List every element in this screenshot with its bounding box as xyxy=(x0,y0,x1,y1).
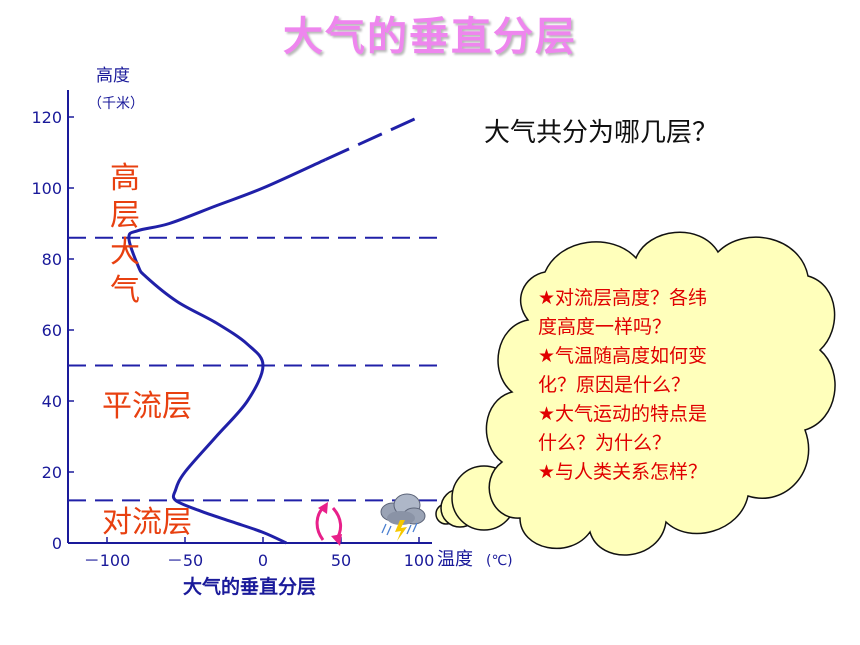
x-tick-label: 50 xyxy=(331,551,351,570)
x-axis-unit: (℃) xyxy=(486,553,513,569)
stratosphere-label: 平流层 xyxy=(102,389,192,424)
bubble-line: ★对流层高度？各纬 xyxy=(538,287,708,309)
y-tick-label: 0 xyxy=(52,534,62,553)
upper-label-char: 层 xyxy=(110,198,140,233)
storm-cloud-icon xyxy=(380,493,426,541)
temperature-curve-extension xyxy=(324,115,420,161)
upper-label-char: 气 xyxy=(110,273,140,308)
y-ticks: 0 20 40 60 80 100 120 xyxy=(31,108,74,553)
y-tick-label: 40 xyxy=(42,392,62,411)
convection-arrows-icon xyxy=(315,502,342,546)
chart-caption: 大气的垂直分层 xyxy=(183,575,316,598)
bubble-line: 什么？为什么？ xyxy=(538,432,672,454)
question-text: 大气共分为哪几层？ xyxy=(484,118,719,148)
y-axis-unit: （千米） xyxy=(88,96,144,112)
temperature-curve xyxy=(127,158,327,545)
x-tick-label: －100 xyxy=(84,551,131,570)
x-tick-label: －50 xyxy=(167,551,203,570)
y-axis-label: 高度 xyxy=(96,66,130,86)
upper-label-char: 大 xyxy=(110,235,140,270)
y-tick-label: 80 xyxy=(42,250,62,269)
bubble-line: ★大气运动的特点是 xyxy=(538,403,708,425)
y-tick-label: 60 xyxy=(42,321,62,340)
upper-atmosphere-label: 高 层 大 气 xyxy=(110,161,140,308)
bubble-line: ★与人类关系怎样？ xyxy=(538,461,708,483)
x-ticks: －100 －50 0 50 100 xyxy=(84,537,435,570)
bubble-line: ★气温随高度如何变 xyxy=(538,345,708,367)
thought-cloud xyxy=(485,231,836,556)
y-tick-label: 100 xyxy=(31,179,62,198)
y-tick-label: 20 xyxy=(42,463,62,482)
slide-title: 大气的垂直分层 xyxy=(283,14,577,60)
x-tick-label: 100 xyxy=(404,551,435,570)
upper-label-char: 高 xyxy=(110,161,140,196)
x-tick-label: 0 xyxy=(258,551,268,570)
thought-bubble-text: ★对流层高度？各纬 度高度一样吗？ ★气温随高度如何变 化？原因是什么？ ★大气… xyxy=(538,284,768,487)
thought-bubble xyxy=(435,231,836,556)
troposphere-label: 对流层 xyxy=(102,505,192,540)
bubble-line: 化？原因是什么？ xyxy=(538,374,691,396)
bubble-line: 度高度一样吗？ xyxy=(538,316,672,338)
x-axis-label: 温度 xyxy=(437,549,473,570)
y-tick-label: 120 xyxy=(31,108,62,127)
